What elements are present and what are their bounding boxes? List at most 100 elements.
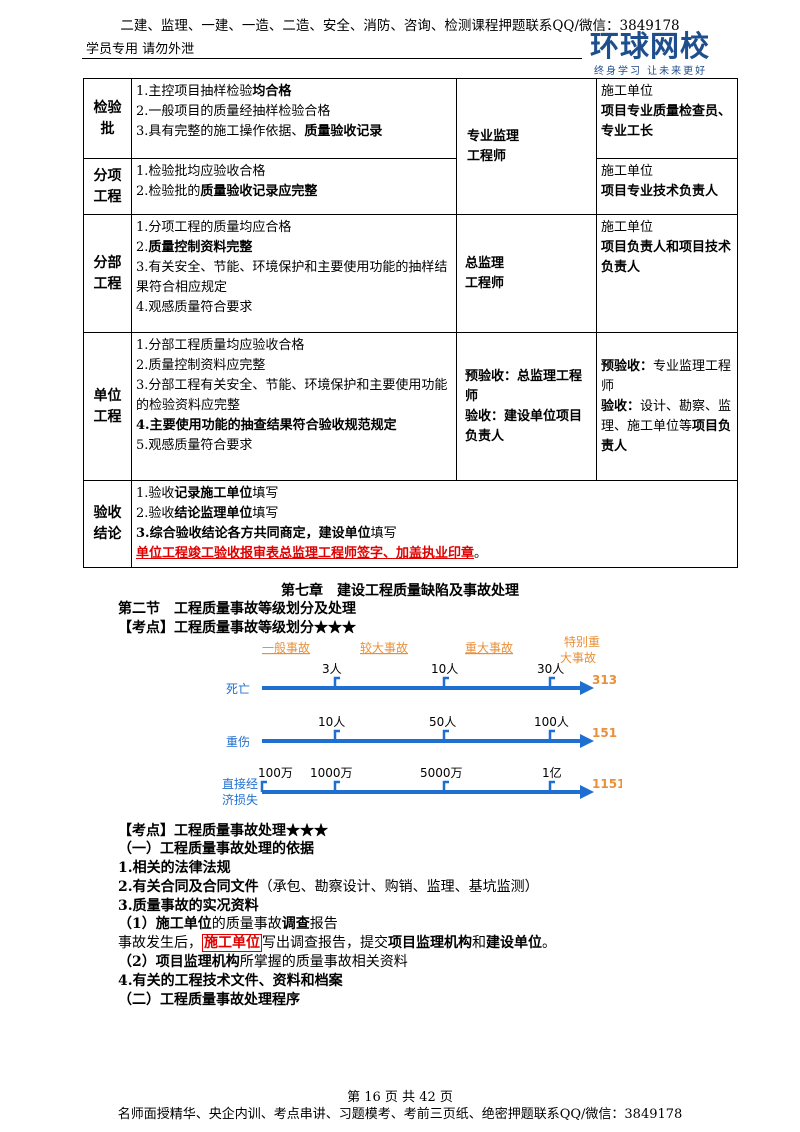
signer-line: 施工单位 (601, 82, 733, 102)
text-segment: 调查 (281, 916, 310, 932)
signer-line-segment: 项目专业质量检查员、专业工长 (601, 104, 732, 139)
signer-line-segment: 项目负责人 (601, 418, 732, 454)
level-text: 分项 (93, 167, 122, 184)
text-segment: 4.有关的工程技术文件、资料和档案 (118, 973, 343, 989)
threshold-label: 50人 (429, 715, 456, 729)
level-text: 工程 (93, 408, 122, 425)
criteria-line-segment: 2.质量控制资料应完整 (136, 358, 266, 373)
table-row: 单位工程 1.分部工程质量均应验收合格 2.质量控制资料应完整 3.分部工程有关安全、… (83, 332, 738, 481)
threshold-label: 30人 (537, 662, 564, 676)
criteria-line: 单位工程竣工验收报审表总监理工程师签字、加盖执业印章。 (136, 544, 733, 564)
row-total: 151 (592, 726, 617, 740)
level-text: 工程 (93, 188, 122, 205)
level-text: 批 (100, 120, 115, 137)
brand-logo: 环球网校 终身学习 让未来更好 (590, 30, 740, 77)
criteria-line-segment: 3.综合验收结论各方共同商定，建设单位 (136, 526, 371, 541)
criteria-line-segment: 1.检验批均应验收合格 (136, 164, 266, 179)
threshold-tick (442, 676, 449, 688)
signer-line-segment: 项目负责人和项目技术负责人 (601, 240, 732, 275)
body-line: 2.有关合同及合同文件（承包、勘察设计、购销、监理、基坑监测） (118, 876, 539, 896)
header-confidential-note: 学员专用 请勿外泄 (86, 42, 195, 57)
criteria-line-segment: 3.具有完整的施工操作依据、 (136, 124, 305, 139)
text-segment: 所掌握的质量事故相关资料 (239, 954, 408, 970)
criteria-line: 2.一般项目的质量经抽样检验合格 (136, 102, 452, 122)
text-segment: 。 (542, 935, 556, 951)
key-point-1: 【考点】工程质量事故等级划分★★★ (118, 620, 356, 636)
criteria-line: 1.分部工程质量均应验收合格 (136, 336, 452, 356)
organizer-line: 工程师 (465, 274, 592, 294)
level-text: 分部 (93, 254, 122, 271)
highlighted-construction-unit: 施工单位 (202, 934, 262, 952)
signer-line: 施工单位 (601, 218, 733, 238)
criteria-line-segment: 1.分项工程的质量均应合格 (136, 220, 292, 235)
threshold-tick (333, 729, 340, 741)
text-segment: 项目监理机构 (155, 954, 240, 970)
text-segment: 的质量事故 (211, 916, 282, 932)
page-number: 第 16 页 共 42 页 (347, 1090, 453, 1105)
row-total: 1151 (592, 777, 622, 791)
criteria-line: 3.有关安全、节能、环境保护和主要使用功能的抽样结果符合相应规定 (136, 258, 452, 298)
signer-line-segment: 设计、勘察、监理、施工单位等 (601, 398, 732, 434)
signer-line: 验收：设计、勘察、监理、施工单位等项目负责人 (601, 397, 733, 457)
signer-line: 项目专业技术负责人 (601, 182, 733, 202)
threshold-tick (548, 729, 555, 741)
category-label: 较大事故 (360, 640, 408, 655)
text-segment: （1） (118, 916, 156, 932)
organizer-cell: 总监理工程师 (456, 214, 597, 333)
criteria-line-segment: 填写 (252, 486, 279, 501)
signer-line: 预验收：专业监理工程师 (601, 357, 733, 397)
signer-line-segment: 施工单位 (601, 164, 654, 179)
criteria-line-segment: 质量验收记录 (304, 124, 383, 139)
header-rule (82, 58, 582, 59)
threshold-tick (260, 780, 267, 792)
organizer-text: 工程师 (467, 148, 507, 164)
body-line: 事故发生后，施工单位写出调查报告，提交项目监理机构和建设单位。 (118, 932, 556, 952)
level-cell: 单位工程 (83, 332, 132, 481)
logo-text: 环球网校 (590, 29, 711, 63)
level-cell: 分项工程 (83, 158, 132, 215)
row-total: 313 (592, 673, 617, 687)
criteria-line-segment: 3.有关安全、节能、环境保护和主要使用功能的抽样结果符合相应规定 (136, 260, 448, 295)
threshold-tick (333, 780, 340, 792)
signer-line-segment: 施工单位 (601, 84, 654, 99)
level-text: 验收 (93, 505, 122, 521)
organizer-line: 预验收：总监理工程师 (465, 367, 592, 407)
section-title: 第二节 工程质量事故等级划分及处理 (118, 601, 356, 617)
organizer-line-segment: 验收：建设单位项目负责人 (465, 408, 583, 444)
text-segment: 施工单位 (155, 916, 212, 932)
criteria-line: 2.验收结论监理单位填写 (136, 504, 733, 524)
criteria-line-segment: 1.分部工程质量均应验收合格 (136, 338, 305, 353)
axis-arrowhead (580, 681, 594, 695)
threshold-tick (548, 780, 555, 792)
category-label: 大事故 (560, 650, 596, 665)
criteria-line: 3.分部工程有关安全、节能、环境保护和主要使用功能的检验资料应完整 (136, 376, 452, 416)
text-segment: 1.相关的法律法规 (118, 860, 231, 876)
body-line: （一）工程质量事故处理的依据 (118, 838, 314, 858)
threshold-label: 1亿 (542, 765, 562, 780)
criteria-line-segment: 1.验收 (136, 486, 175, 501)
signer-line-segment: 施工单位 (601, 220, 654, 235)
header-top-line: 二建、监理、一建、一造、二造、安全、消防、咨询、检测课程押题联系QQ/微信：38… (120, 18, 680, 34)
body-line: （1）施工单位的质量事故调查报告 (118, 913, 338, 933)
axis-arrowhead (580, 734, 594, 748)
organizer-line-segment: 总监理 (465, 255, 505, 271)
threshold-tick (442, 729, 449, 741)
criteria-line: 4.观感质量符合要求 (136, 298, 452, 318)
organizer-line: 总监理 (465, 254, 592, 274)
body-line: 1.相关的法律法规 (118, 857, 231, 877)
signer-cell: 施工单位项目专业质量检查员、专业工长 (596, 78, 738, 159)
signer-line: 项目负责人和项目技术负责人 (601, 238, 733, 278)
criteria-line-segment: 5.观感质量符合要求 (136, 438, 253, 453)
criteria-line: 1.检验批均应验收合格 (136, 162, 452, 182)
criteria-line-segment: 单位工程竣工验收报审表总监理工程师签字、加盖执业印章 (136, 546, 475, 561)
criteria-line: 1.主控项目抽样检验均合格 (136, 82, 452, 102)
text-segment: 3.质量事故的实况资料 (118, 898, 259, 914)
criteria-line: 1.分项工程的质量均应合格 (136, 218, 452, 238)
criteria-line-segment: 质量验收记录应完整 (200, 184, 318, 199)
